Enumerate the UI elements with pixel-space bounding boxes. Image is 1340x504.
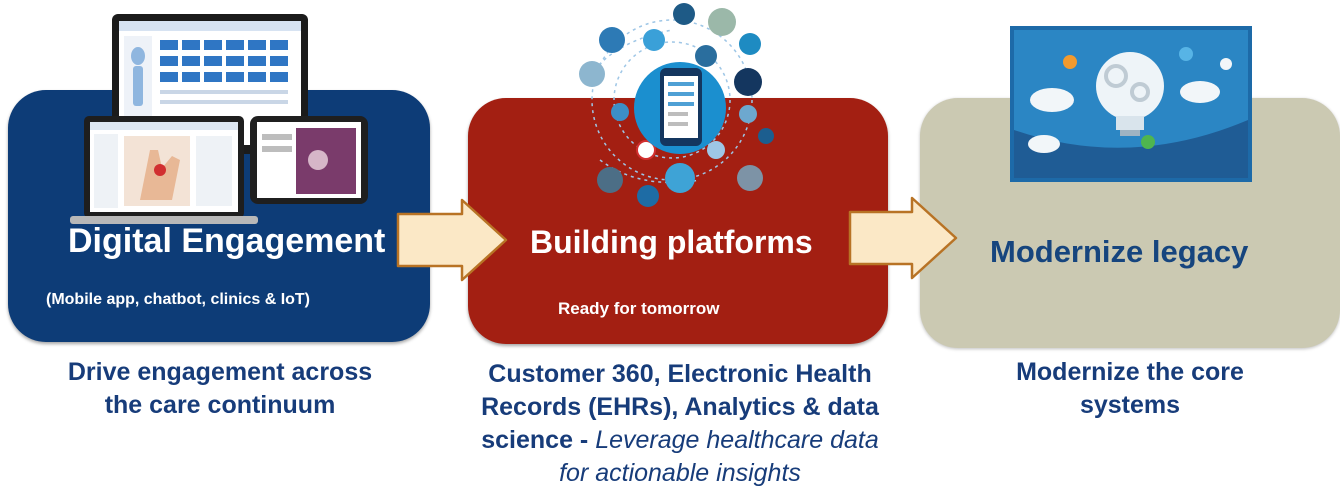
stage-3-caption: Modernize the core systems: [970, 356, 1290, 422]
network-nodes: [579, 3, 774, 207]
caption-italic-text: Leverage healthcare data: [595, 426, 879, 454]
stage-1-caption: Drive engagement across the care continu…: [20, 356, 420, 422]
arrow-2-icon: [848, 196, 958, 280]
caption-italic-line: for actionable insights: [559, 459, 801, 487]
stage-3-title: Modernize legacy: [990, 234, 1249, 269]
caption-bold-prefix: science -: [481, 426, 596, 454]
caption-line: Modernize the core: [1016, 358, 1244, 386]
smartphone-icon: [634, 62, 726, 154]
lightbulb-icon: [1010, 26, 1252, 182]
gear-icon: [1104, 64, 1150, 102]
stage-2-caption: Customer 360, Electronic Health Records …: [430, 358, 930, 490]
caption-line: the care continuum: [104, 391, 336, 419]
caption-line: Records (EHRs), Analytics & data: [481, 393, 879, 421]
cloud-icon: [1028, 47, 1232, 153]
laptop-icon: [70, 116, 258, 224]
stage-2-subtitle: Ready for tomorrow: [558, 299, 720, 318]
tablet-icon: [250, 116, 368, 204]
arrow-1-icon: [396, 198, 508, 282]
stage-1-title: Digital Engagement: [68, 222, 386, 260]
stage-2-title: Building platforms: [530, 224, 813, 260]
caption-line: Customer 360, Electronic Health: [488, 360, 872, 388]
caption-line: science - Leverage healthcare data: [430, 424, 930, 457]
stage-1-subtitle: (Mobile app, chatbot, clinics & IoT): [46, 291, 311, 308]
caption-line: Drive engagement across: [67, 358, 373, 386]
caption-line: systems: [1079, 391, 1181, 419]
